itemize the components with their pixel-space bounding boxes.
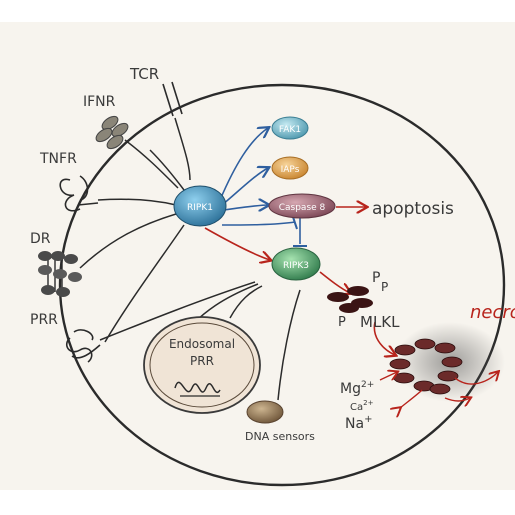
ca-ion-label: Ca2+ (350, 399, 374, 413)
dr-receptor (38, 251, 82, 297)
mg-ion-label: Mg2+ (340, 380, 374, 397)
necro-arrow (454, 372, 498, 385)
iaps-label: IAPs (281, 165, 300, 175)
mlkl-cluster (327, 286, 373, 313)
tnfr-receptor (59, 175, 99, 212)
dna-sensor (246, 400, 284, 424)
ifnr-label: IFNR (83, 94, 116, 110)
ifnr-receptor (95, 115, 129, 150)
tcr-receptor (162, 81, 183, 117)
caspase8-node: Caspase 8 (268, 193, 336, 219)
iaps-node: IAPs (271, 156, 309, 180)
prr-label: PRR (30, 312, 58, 328)
prr-receptor (65, 329, 101, 363)
mlkl-pore (389, 338, 463, 395)
na-ion-label: Na+ (345, 414, 372, 432)
dr-label: DR (30, 231, 51, 247)
phospho-p3: P (338, 315, 346, 330)
ripk3-label: RIPK3 (283, 261, 309, 271)
tnfr-label: TNFR (39, 151, 77, 167)
endosomal-prr-line1: Endosomal (169, 337, 235, 351)
apoptosis-label: apoptosis (372, 199, 454, 219)
mlkl-label: MLKL (360, 313, 400, 331)
ripk1-label: RIPK1 (187, 203, 213, 213)
phospho-p2: P (381, 280, 388, 294)
cell-membrane (58, 83, 506, 487)
phospho-p1: P (372, 270, 380, 286)
ion-arrows (379, 372, 470, 408)
ripk1-outgoing-arrows (204, 128, 298, 260)
receptor-to-ripk1-lines (79, 117, 191, 343)
endosome (143, 316, 261, 414)
fak1-label: FAK1 (279, 125, 301, 135)
endosomal-prr-line2: PRR (190, 354, 214, 368)
caspase8-inhibits-ripk3 (293, 218, 307, 247)
fak1-node: FAK1 (271, 116, 309, 140)
caspase8-label: Caspase 8 (279, 203, 326, 213)
ripk3-node: RIPK3 (271, 247, 321, 281)
ripk1-node: RIPK1 (173, 185, 227, 227)
tcr-label: TCR (129, 65, 159, 83)
necro-label: necro (470, 302, 515, 323)
mlkl-to-pore-arrow (373, 321, 395, 355)
dna-sensors-label: DNA sensors (245, 430, 315, 443)
